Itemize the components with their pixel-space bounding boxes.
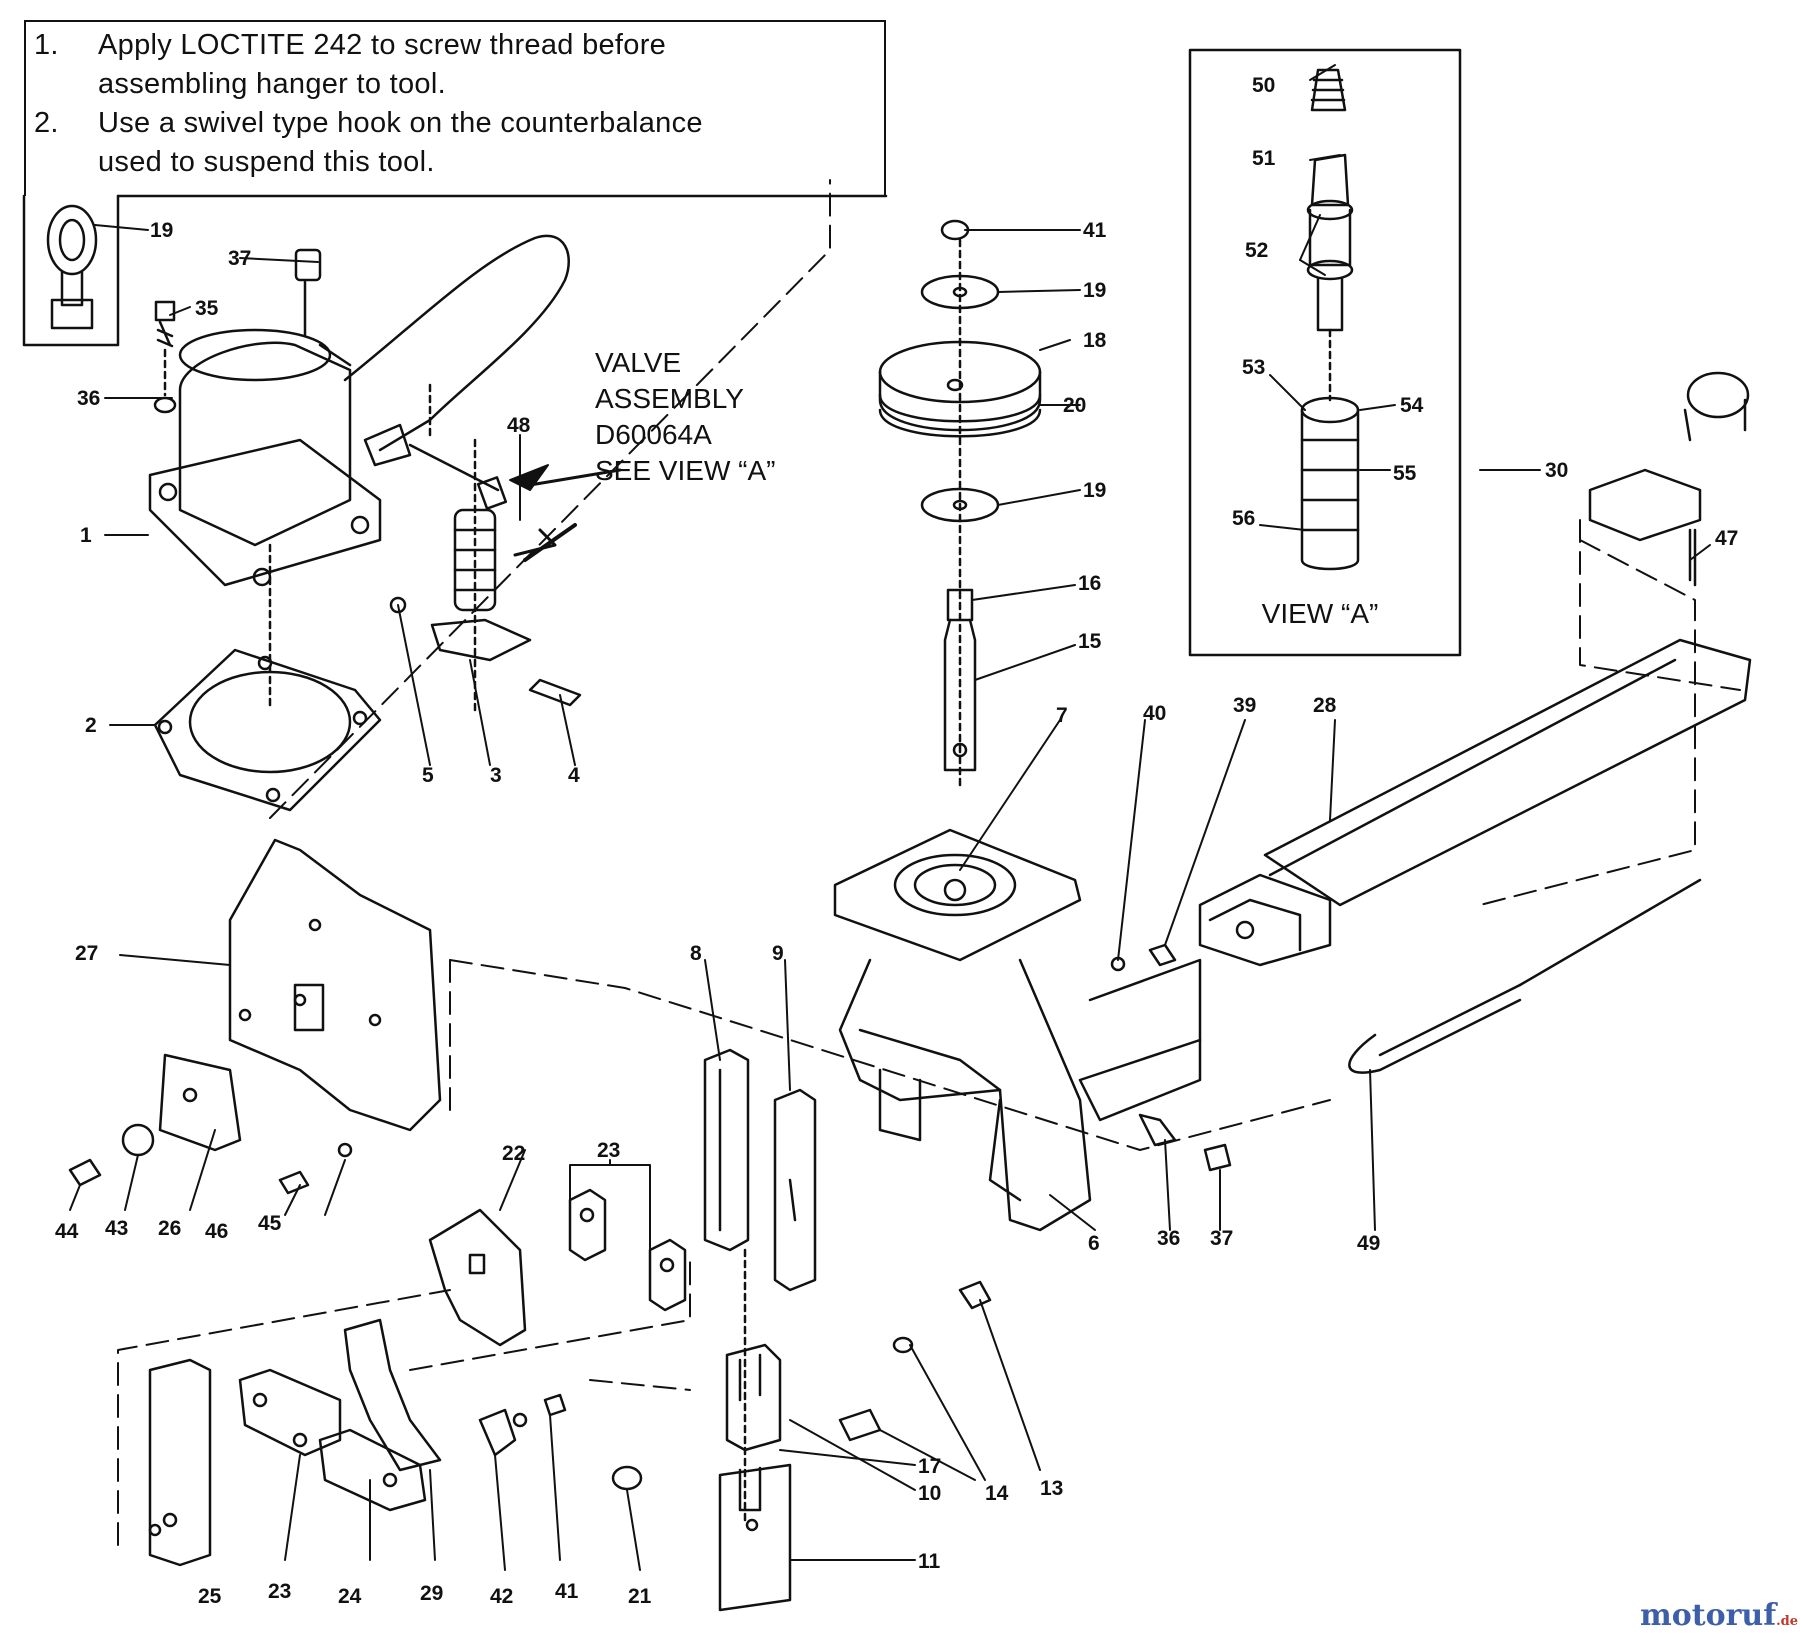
callout-11: 11 [918,1550,941,1573]
assembly-notes-box: 1. Apply LOCTITE 242 to screw thread bef… [24,20,886,196]
main-frame [833,828,1092,1232]
note-1: 1. Apply LOCTITE 242 to screw thread bef… [34,26,884,104]
callout-9: 9 [772,942,784,965]
callout-40: 40 [1143,702,1166,725]
callout-43: 42 [490,1585,513,1608]
note-1-text: Apply LOCTITE 242 to screw thread before… [98,29,667,100]
callout-46: 45 [258,1212,282,1235]
valve-arrow-head [509,464,549,491]
cylinder-body [148,234,570,587]
note-1-number: 1. [34,29,59,61]
callout-15: 15 [1078,630,1102,653]
side-plate [68,838,442,1195]
callout-48: 47 [1715,527,1738,550]
valve-arrow-shaft [528,468,622,487]
callout-5: 5 [422,764,434,787]
small-fasteners-top [153,248,322,707]
note-2: 2. Use a swivel type hook on the counter… [34,104,884,182]
callout-49: 49 [1357,1232,1380,1255]
valve-parts [389,383,582,712]
callout-37: 36 [1157,1227,1180,1250]
callout-1: 1 [80,524,92,547]
watermark-logo: motoruf.de [1640,1598,1798,1633]
callout-19b: 19 [1083,479,1106,502]
lower-parts [611,1280,992,1612]
callout-39: 39 [1233,694,1256,717]
driver-blades [703,1048,817,1522]
callout-14: 14 [985,1482,1009,1505]
callout-35: 36 [77,387,100,410]
callout-20: 20 [1063,394,1086,417]
watermark-suffix: .de [1776,1614,1799,1629]
callout-52: 51 [1252,147,1276,170]
callout-27: 26 [158,1217,181,1240]
callout-44: 43 [105,1217,128,1240]
view-a-box [1188,48,1462,657]
callout-50: 48 [507,414,531,437]
callout-53: 52 [1245,239,1268,262]
callout-28: 27 [75,942,98,965]
piston-stack [878,219,1042,792]
gasket [153,648,382,812]
callout-17: 17 [918,1455,941,1478]
callout-23: 23 [597,1139,620,1162]
callout-21: 21 [628,1585,652,1608]
callout-6: 6 [1088,1232,1100,1255]
magazine-rail [1078,371,1752,1172]
callout-47: 46 [205,1220,228,1243]
callout-4: 4 [568,764,580,787]
callout-41: 41 [1083,219,1107,242]
leader-lines [69,64,1711,1571]
callout-55: 54 [1400,394,1424,417]
callout-13: 13 [1040,1477,1063,1500]
callout-56: 55 [1393,462,1417,485]
callout-19a: 19 [1083,279,1106,302]
callout-51: 50 [1252,74,1275,97]
valve-assembly-label: VALVE ASSEMBLY D60064A SEE VIEW “A” [595,347,776,486]
callout-57: 56 [1232,507,1255,530]
brackets [428,1188,687,1347]
note-2-text: Use a swivel type hook on the counterbal… [98,107,703,178]
callout-10: 10 [918,1482,941,1505]
hook-part [46,204,98,330]
hook-inset-frame [22,194,120,347]
callout-30: 29 [420,1582,443,1605]
callout-42: 41 [555,1580,579,1603]
callout-33: 19 [150,219,173,242]
watermark-name: motoruf [1640,1598,1777,1633]
callout-22: 22 [502,1142,525,1165]
callout-24: 23 [268,1580,291,1603]
callout-38: 37 [1210,1227,1233,1250]
callout-2: 2 [85,714,97,737]
callout-36: 37 [228,247,251,270]
callout-numbers: 19 37 35 36 1 2 5 3 4 48 41 19 18 20 19 … [55,74,1738,1608]
callout-26: 25 [198,1585,222,1608]
callout-34: 35 [195,297,219,320]
callout-16: 16 [1078,572,1101,595]
callout-3: 3 [490,764,502,787]
callout-45: 44 [55,1220,79,1243]
callout-25: 24 [338,1585,362,1608]
callout-7: 7 [1056,704,1068,727]
callout-54: 53 [1242,356,1265,379]
callout-32: 30 [1545,459,1568,482]
assembly-dashed-lines [117,179,1741,1546]
view-a-caption: VIEW “A” [1261,598,1379,629]
view-a-parts [1300,68,1360,571]
callout-18: 18 [1083,329,1107,352]
callout-8: 8 [690,942,702,965]
nose-assembly [148,1318,567,1567]
callout-29: 28 [1313,694,1337,717]
note-2-number: 2. [34,107,59,139]
